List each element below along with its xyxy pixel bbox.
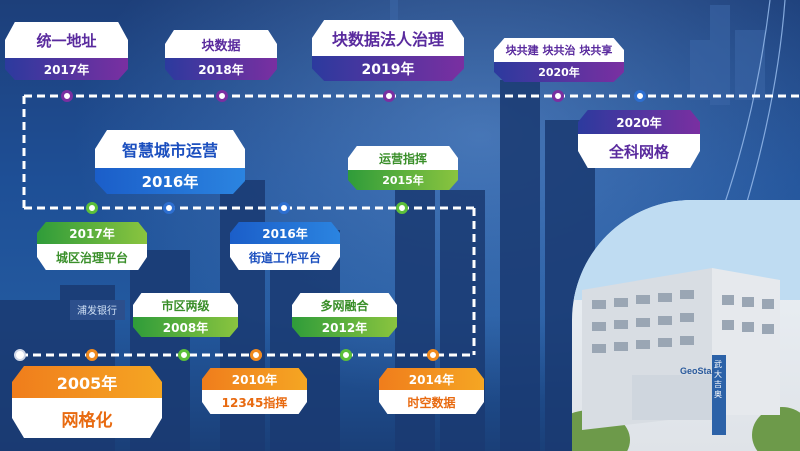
milestone-card-2008: 市区两级 2008年 [133, 293, 238, 337]
milestone-card-2020-block: 块共建 块共治 块共享 2020年 [494, 38, 624, 82]
milestone-year: 2016年 [95, 168, 245, 194]
milestone-card-2010: 2010年 12345指挥 [202, 368, 307, 414]
bank-sign: 浦发银行 [77, 304, 117, 317]
timeline-node-2020b [634, 90, 646, 102]
timeline-node-2020a [552, 90, 564, 102]
bank-sign-panel [70, 300, 125, 320]
milestone-year: 2017年 [37, 222, 147, 244]
milestone-title: 市区两级 [133, 293, 238, 317]
timeline-node-2017-platform [86, 202, 98, 214]
milestone-year: 2020年 [494, 62, 624, 82]
timeline-node-2014 [427, 349, 439, 361]
timeline-node-2005 [86, 349, 98, 361]
building-vertical-sign: 武大吉奥 [714, 360, 722, 399]
milestone-title: 多网融合 [292, 293, 397, 317]
milestone-card-2014: 2014年 时空数据 [379, 368, 484, 414]
milestone-title: 块数据法人治理 [312, 20, 464, 56]
milestone-year: 2016年 [230, 222, 340, 244]
timeline-node-start [14, 349, 26, 361]
timeline-node-2012 [340, 349, 352, 361]
milestone-card-2012: 多网融合 2012年 [292, 293, 397, 337]
timeline-node-2018 [216, 90, 228, 102]
milestone-card-2018: 块数据 2018年 [165, 30, 277, 80]
building-sign: GeoStar [680, 366, 716, 376]
milestone-title: 智慧城市运营 [95, 130, 245, 168]
milestone-year: 2018年 [165, 58, 277, 80]
milestone-title: 街道工作平台 [230, 244, 340, 270]
milestone-year: 2008年 [133, 317, 238, 337]
timeline-node-2019 [383, 90, 395, 102]
milestone-title: 块数据 [165, 30, 277, 58]
milestone-year: 2017年 [5, 58, 128, 80]
milestone-year: 2019年 [312, 56, 464, 81]
milestone-card-2016-smartcity: 智慧城市运营 2016年 [95, 130, 245, 194]
milestone-card-2019: 块数据法人治理 2019年 [312, 20, 464, 81]
milestone-card-2020-grid: 2020年 全科网格 [578, 110, 700, 168]
milestone-year: 2005年 [12, 366, 162, 398]
milestone-title: 城区治理平台 [37, 244, 147, 270]
milestone-card-2017-address: 统一地址 2017年 [5, 22, 128, 80]
timeline-node-2015 [396, 202, 408, 214]
milestone-year: 2020年 [578, 110, 700, 134]
milestone-card-2015: 运营指挥 2015年 [348, 146, 458, 190]
timeline-node-2010 [250, 349, 262, 361]
milestone-title: 全科网格 [578, 134, 700, 168]
timeline-node-2016a [163, 202, 175, 214]
milestone-year: 2012年 [292, 317, 397, 337]
timeline-node-2016b [278, 202, 290, 214]
milestone-card-2005: 2005年 网格化 [12, 366, 162, 438]
timeline-node-2017-address [61, 90, 73, 102]
milestone-title: 块共建 块共治 块共享 [494, 38, 624, 62]
office-building-photo: GeoStar 武大吉奥 [572, 200, 800, 451]
milestone-year: 2015年 [348, 170, 458, 190]
milestone-year: 2010年 [202, 368, 307, 390]
milestone-year: 2014年 [379, 368, 484, 390]
milestone-title: 统一地址 [5, 22, 128, 58]
building-illustration [572, 200, 800, 451]
milestone-title: 网格化 [12, 398, 162, 438]
milestone-card-2017-platform: 2017年 城区治理平台 [37, 222, 147, 270]
timeline-node-2008 [178, 349, 190, 361]
milestone-title: 时空数据 [379, 390, 484, 414]
milestone-card-2016-street: 2016年 街道工作平台 [230, 222, 340, 270]
milestone-title: 12345指挥 [202, 390, 307, 414]
milestone-title: 运营指挥 [348, 146, 458, 170]
